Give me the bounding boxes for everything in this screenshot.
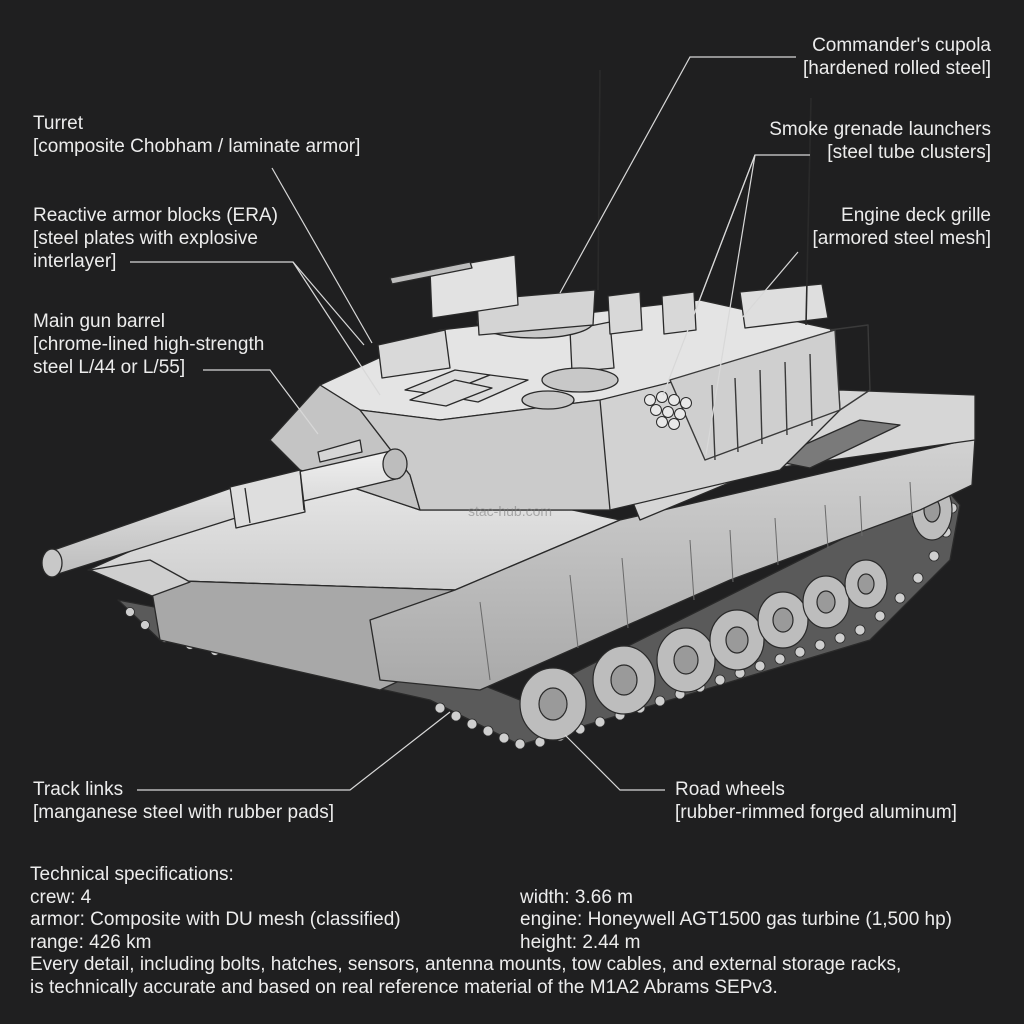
turret-front-face: [359, 399, 611, 511]
label-era-material-2: interlayer]: [33, 251, 117, 272]
watermark: stac-hub.com: [468, 503, 553, 519]
leader-engine-deck: [741, 251, 799, 319]
label-era: Reactive armor blocks (ERA) [steel plate…: [33, 204, 278, 273]
label-turret: Turret [composite Chobham / laminate arm…: [33, 112, 360, 158]
leader-cupola: [559, 56, 796, 294]
spec-engine: engine: Honeywell AGT1500 gas turbine (1…: [520, 909, 952, 930]
specs-note-1: Every detail, including bolts, hatches, …: [30, 954, 902, 975]
leader-lines: [130, 56, 810, 791]
label-track: Track links [manganese steel with rubber…: [33, 778, 334, 824]
specs-row-1: crew: 4 width: 3.66 m: [30, 887, 901, 910]
engine-deck-grille: [769, 419, 901, 469]
label-cupola: Commander's cupola [hardened rolled stee…: [803, 34, 991, 80]
leader-turret: [271, 167, 373, 344]
commander-cupola: [389, 254, 697, 339]
era-blocks: [404, 369, 529, 407]
label-main-gun-material-2: steel L/44 or L/55]: [33, 357, 186, 378]
label-main-gun-material-1: [chrome-lined high-strength: [33, 334, 265, 355]
label-era-material-1: [steel plates with explosive: [33, 228, 258, 249]
spec-crew: crew: 4: [30, 886, 92, 908]
road-wheels: [519, 479, 953, 741]
rear-stowage-box: [739, 283, 829, 329]
label-turret-material: [composite Chobham / laminate armor]: [33, 136, 361, 157]
label-engine-deck: Engine deck grille [armored steel mesh]: [813, 204, 991, 250]
leader-track: [137, 711, 451, 791]
side-skirts: [369, 437, 976, 691]
specs-note-2: is technically accurate and based on rea…: [30, 976, 778, 998]
leader-road-wheels: [564, 734, 665, 791]
storage-rack: [669, 324, 871, 461]
front-fender-left: [89, 559, 191, 597]
spec-height: height: 2.44 m: [520, 931, 641, 953]
specs-heading: Technical specifications:: [30, 864, 234, 885]
label-road-wheels: Road wheels [rubber-rimmed forged alumin…: [675, 778, 957, 824]
label-cupola-title: Commander's cupola: [812, 35, 991, 56]
label-engine-deck-title: Engine deck grille: [841, 205, 991, 226]
label-turret-title: Turret: [33, 113, 83, 134]
specs-block: Technical specifications: crew: 4 width:…: [30, 864, 952, 999]
label-era-title: Reactive armor blocks (ERA): [33, 205, 278, 226]
label-smoke-title: Smoke grenade launchers: [769, 119, 991, 140]
spec-width: width: 3.66 m: [520, 886, 633, 908]
gunner-sight: [377, 321, 619, 410]
leader-main-gun: [203, 369, 319, 435]
main-gun: [41, 439, 408, 578]
label-road-wheels-material: [rubber-rimmed forged aluminum]: [675, 802, 957, 823]
label-main-gun-title: Main gun barrel: [33, 311, 166, 332]
specs-row-2: armor: Composite with DU mesh (classifie…: [30, 909, 952, 932]
label-smoke-material: [steel tube clusters]: [827, 142, 991, 163]
spec-armor: armor: Composite with DU mesh (classifie…: [30, 909, 401, 930]
leader-era-2: [292, 261, 381, 396]
smoke-launchers: [644, 391, 692, 430]
spec-range: range: 426 km: [30, 931, 152, 953]
tank: [41, 69, 976, 750]
label-cupola-material: [hardened rolled steel]: [802, 58, 991, 79]
antennas: [597, 69, 812, 326]
label-track-material: [manganese steel with rubber pads]: [33, 802, 335, 823]
label-road-wheels-title: Road wheels: [675, 779, 785, 800]
label-main-gun: Main gun barrel [chrome-lined high-stren…: [33, 310, 264, 379]
label-engine-deck-material: [armored steel mesh]: [812, 228, 991, 249]
leader-smoke-3: [705, 154, 756, 456]
specs-row-3: range: 426 km height: 2.44 m: [30, 932, 901, 955]
skirt-panel-lines: [479, 481, 913, 681]
leader-smoke-2: [689, 154, 756, 326]
label-smoke: Smoke grenade launchers [steel tube clus…: [769, 118, 991, 164]
label-track-title: Track links: [33, 779, 124, 800]
